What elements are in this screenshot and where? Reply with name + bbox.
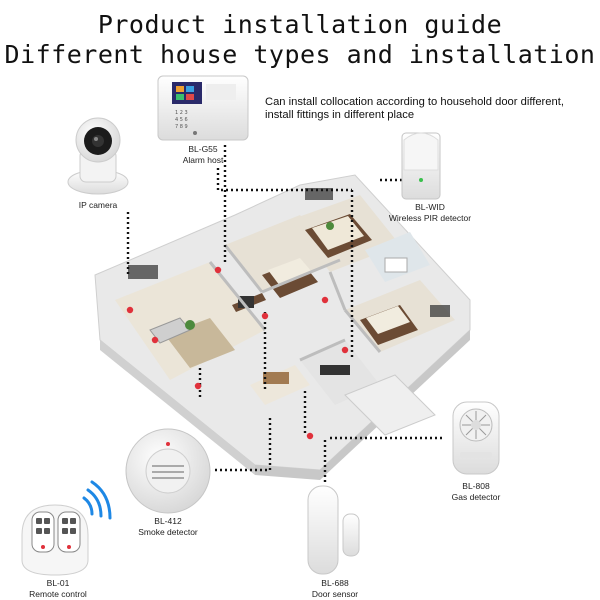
svg-text:7 8 9: 7 8 9 [175,124,188,130]
sensor-marker [126,306,134,314]
svg-text:1 2 3: 1 2 3 [175,110,188,116]
remote-control-icon [21,504,89,576]
sensor-marker [306,432,314,440]
smoke-detector-label: BL-412 Smoke detector [128,516,208,538]
smoke-detector-name: Smoke detector [138,527,198,537]
alarm-host-name: Alarm host [182,155,224,165]
gas-detector-icon [452,401,500,475]
door-sensor-model: BL-688 [321,578,349,588]
gas-detector-name: Gas detector [451,492,501,502]
description-line-2: install fittings in different place [265,109,415,121]
wireless-signal-icon [82,480,112,520]
page-title-line-1: Product installation guide [97,10,503,39]
sensor-marker [261,312,269,320]
sensor-marker [341,346,349,354]
alarm-host-icon: 1 2 3 4 5 6 7 8 9 [157,75,249,141]
alarm-host-model: BL-G55 [188,144,218,154]
sensor-marker [214,266,222,274]
sensor-marker [321,296,329,304]
pir-detector-name: Wireless PIR detector [388,213,472,223]
ip-camera-label: IP camera [58,200,138,211]
smoke-detector-model: BL-412 [154,516,182,526]
gas-detector-label: BL-808 Gas detector [436,481,516,503]
alarm-host-label: BL-G55 Alarm host [158,144,248,166]
svg-text:4 5 6: 4 5 6 [175,117,188,123]
description-line-1: Can install collocation according to hou… [265,96,564,108]
house-floorplan [94,174,471,480]
connection-lines [126,145,445,485]
sensor-markers [126,266,349,440]
gas-detector-model: BL-808 [462,481,490,491]
remote-control-name: Remote control [29,589,87,599]
ip-camera-name: IP camera [78,200,118,210]
description: Can install collocation according to hou… [265,96,595,122]
pir-detector-icon [401,132,441,200]
smoke-detector-icon [125,428,211,514]
door-sensor-name: Door sensor [311,589,359,599]
door-sensor-label: BL-688 Door sensor [295,578,375,600]
remote-control-model: BL-01 [46,578,70,588]
door-sensor-icon [307,485,360,575]
sensor-marker [151,336,159,344]
sensor-marker [194,382,202,390]
remote-control-label: BL-01 Remote control [18,578,98,600]
pir-detector-label: BL-WID Wireless PIR detector [380,202,480,224]
pir-detector-model: BL-WID [415,202,445,212]
ip-camera-icon [67,117,129,195]
page-title-line-2: Different house types and installation [4,40,596,69]
